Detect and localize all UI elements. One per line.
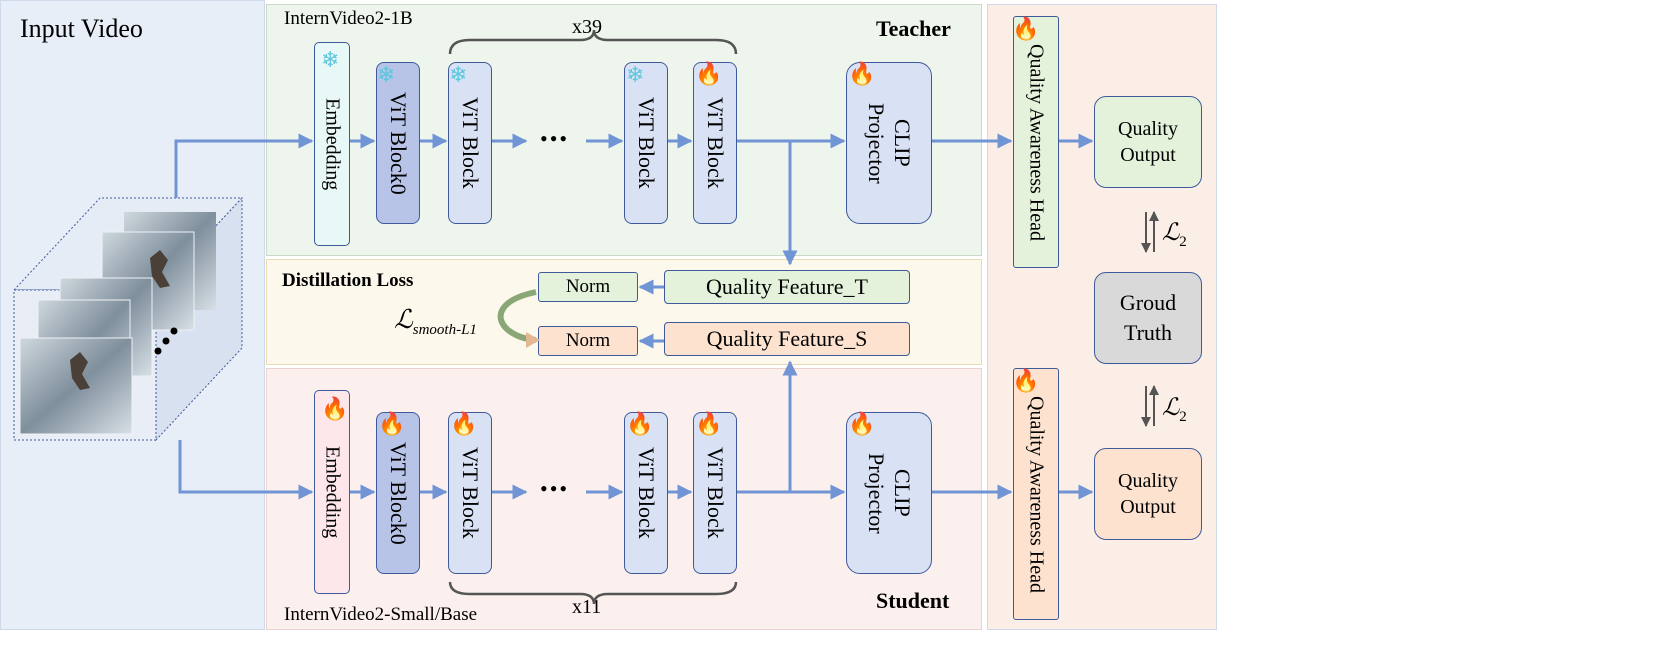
teacher-embedding: Embedding [314,42,350,246]
flame-icon: 🔥 [378,411,406,436]
l2-loss-label-bottom: ℒ2 [1162,395,1187,425]
student-vit-block-1: ViT Block [448,412,492,574]
teacher-ellipsis: ••• [540,126,570,151]
student-ellipsis: ••• [540,476,570,501]
feature-s-box: Quality Feature_S [664,322,910,356]
student-label: Student [876,588,950,613]
flame-icon: 🔥 [848,61,876,86]
student-embedding: Embedding [314,390,350,594]
smooth-l1-loss-label: ℒsmooth-L1 [394,305,477,339]
snowflake-icon: ❄ [377,62,396,87]
flame-icon: 🔥 [1012,368,1040,393]
snowflake-icon: ❄ [449,62,468,87]
snowflake-icon: ❄ [321,47,340,72]
snowflake-icon: ❄ [626,62,645,87]
teacher-vit-block-1: ViT Block [448,62,492,224]
norm-s-box: Norm [538,326,638,356]
flame-icon: 🔥 [321,396,349,421]
teacher-vit-block-39: ViT Block [693,62,737,224]
teacher-vit-block0: ViT Block0 [376,62,420,224]
student-vit-block-10: ViT Block [624,412,668,574]
teacher-vit-block-38: ViT Block [624,62,668,224]
distillation-title: Distillation Loss [282,270,414,291]
input-title: Input Video [20,14,143,43]
norm-t-box: Norm [538,272,638,302]
flame-icon: 🔥 [450,411,478,436]
student-quality-output: Quality Output [1094,448,1202,540]
teacher-clip-projector: CLIP Projector [846,62,932,224]
flame-icon: 🔥 [1012,16,1040,41]
student-quality-head: Quality Awareness Head [1013,368,1059,620]
flame-icon: 🔥 [695,61,723,86]
flame-icon: 🔥 [695,411,723,436]
teacher-model-name: InternVideo2-1B [284,8,413,29]
teacher-quality-head: Quality Awareness Head [1013,16,1059,268]
student-model-name: InternVideo2-Small/Base [284,604,478,625]
flame-icon: 🔥 [626,411,654,436]
flame-icon: 🔥 [848,411,876,436]
ground-truth-box: Groud Truth [1094,272,1202,364]
teacher-quality-output: Quality Output [1094,96,1202,188]
student-vit-block-11: ViT Block [693,412,737,574]
student-vit-block0: ViT Block0 [376,412,420,574]
l2-loss-label-top: ℒ2 [1162,220,1187,250]
feature-t-box: Quality Feature_T [664,270,910,304]
student-clip-projector: CLIP Projector [846,412,932,574]
teacher-label: Teacher [876,16,951,41]
